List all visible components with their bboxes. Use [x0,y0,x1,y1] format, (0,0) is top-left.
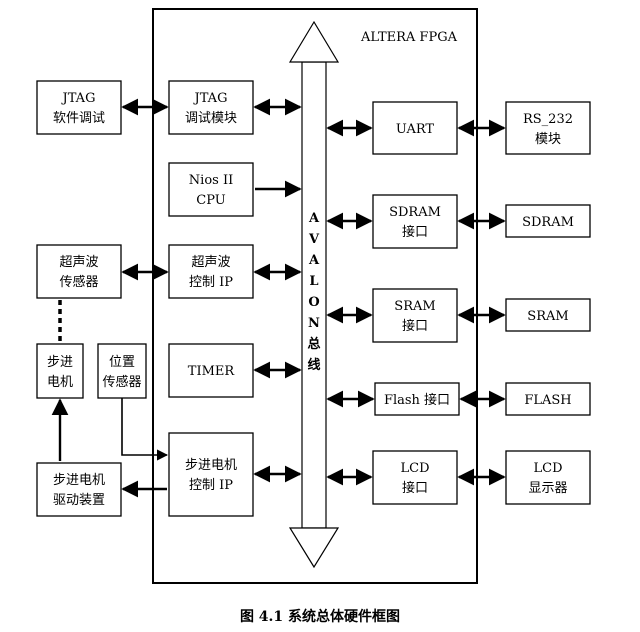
timer-box [168,343,254,398]
bus-label-char-5: O [308,295,319,310]
sram-label-line-1: SRAM [527,309,568,324]
sdram-label-line-1: SDRAM [522,215,574,230]
sram-chip-box [505,298,591,332]
bus-label-char-7: 总 [307,336,320,352]
stepper-ctrl-label-line-1: 步进电机 [185,458,237,473]
flash-if-label-line-1: Flash 接口 [384,392,450,408]
ultra-ctrl-label-line-2: 控制 IP [189,275,233,290]
jtag-debug-module-box [168,80,254,135]
nios-cpu-label-line-1: Nios II [189,173,233,188]
ultra-sensor-label-line-2: 传感器 [59,274,98,290]
arrow-pos-sensor-to-stepper-ctrl [121,398,169,461]
sram-if-label-line-2: 接口 [402,318,428,334]
lcd-if-label-line-1: LCD [400,461,429,476]
rs232-module-box [505,101,591,155]
flash-label-line-1: FLASH [524,393,571,408]
fpga-label: ALTERA FPGA [360,30,458,45]
rs232-label-line-2: 模块 [535,132,561,147]
nios-cpu-label-line-2: CPU [196,193,225,208]
ultra-sensor-label-line-1: 超声波 [59,255,98,270]
stepper-label-line-2: 电机 [47,375,73,390]
figure-caption: 图 4.1 系统总体硬件框图 [240,608,400,625]
sdram-chip-box [505,204,591,238]
lcd-if-label-line-2: 接口 [402,480,428,496]
sdram-if-label-line-1: SDRAM [389,205,441,220]
bus-label-char-1: A [308,211,320,226]
stepper-driver-label-line-1: 步进电机 [53,473,105,488]
uart-box [372,101,458,155]
flash-interface-box [374,382,460,416]
timer-label-line-1: TIMER [188,364,236,379]
stepper-ctrl-label-line-2: 控制 IP [189,478,233,493]
stepper-label-line-1: 步进 [47,355,73,370]
ultrasonic-sensor-box [36,244,122,299]
pos-sensor-label-line-1: 位置 [109,355,135,370]
sram-interface-box [372,288,458,343]
ultra-ctrl-label-line-1: 超声波 [191,255,230,270]
bus-label-char-2: V [308,232,320,247]
nios-cpu-box [168,162,254,217]
stepper-motor-box [36,343,84,399]
lcd-label-line-2: 显示器 [528,481,567,496]
ultrasonic-control-ip-box [168,244,254,299]
jtag-debug-label-line-1: JTAG [193,91,228,106]
stepper-driver-label-line-2: 驱动装置 [53,493,105,508]
sdram-if-label-line-2: 接口 [402,224,428,240]
jtag-software-debug-box [36,80,122,135]
lcd-interface-box [372,450,458,505]
jtag-debug-label-line-2: 调试模块 [185,111,237,126]
bus-label-char-8: 线 [307,357,320,373]
uart-label-line-1: UART [396,122,435,137]
bus-label-char-6: N [308,316,320,331]
position-sensor-box [97,343,147,399]
lcd-label-line-1: LCD [533,461,562,476]
sdram-interface-box [372,194,458,249]
bus-label-char-4: L [309,274,318,289]
jtag-sw-label-line-2: 软件调试 [53,111,105,126]
stepper-driver-box [36,462,122,517]
pos-sensor-label-line-2: 传感器 [102,374,141,390]
sram-if-label-line-1: SRAM [394,299,435,314]
bus-label-char-3: A [308,253,320,268]
stepper-control-ip-box [168,432,254,517]
lcd-display-box [505,450,591,505]
flash-chip-box [505,382,591,416]
jtag-sw-label-line-1: JTAG [61,91,96,106]
rs232-label-line-1: RS_232 [523,112,573,127]
fpga-frame [152,8,478,584]
